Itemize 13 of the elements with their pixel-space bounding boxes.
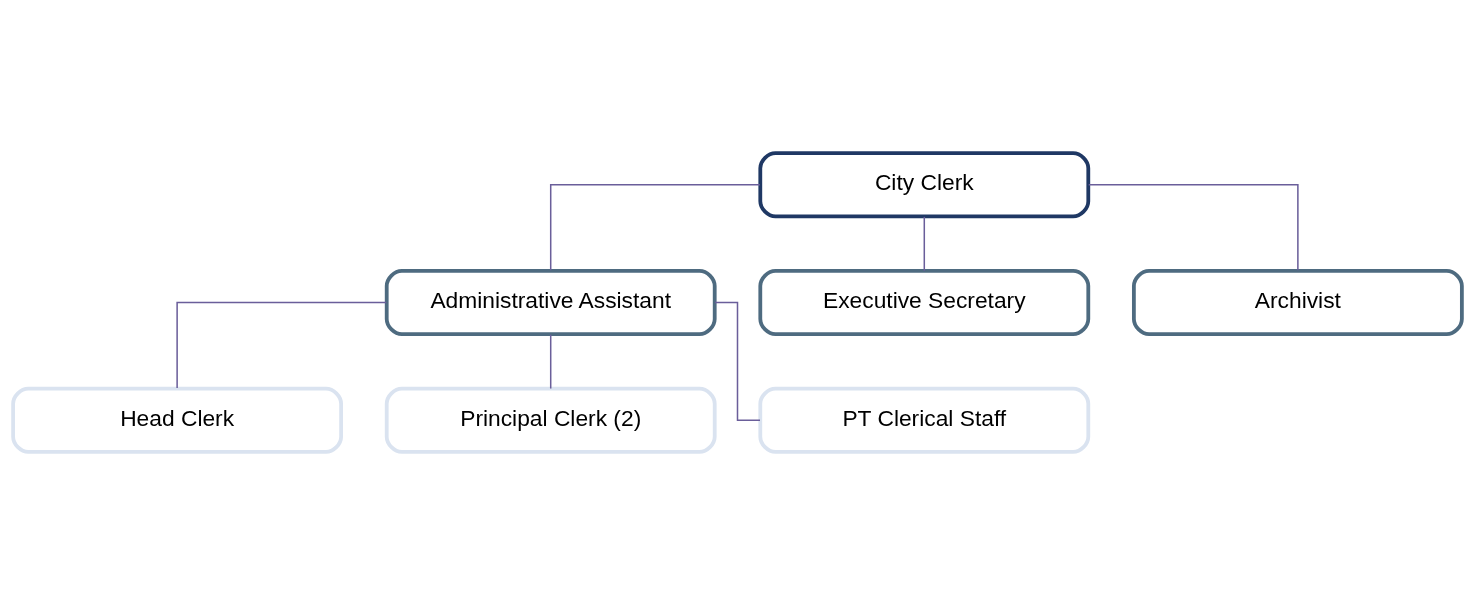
node-box: Administrative Assistant [384,268,717,336]
connector [923,215,926,271]
node-box: PT Clerical Staff [758,386,1091,454]
node-box: Executive Secretary [758,268,1091,336]
connector [714,301,761,421]
connector [549,183,761,271]
node-box: City Clerk [758,150,1091,218]
connector [1087,183,1299,271]
node-box: Principal Clerk (2) [384,386,717,454]
connector [549,333,552,389]
node-box: Archivist [1132,268,1464,336]
node-box: Head Clerk [11,386,343,454]
connector [176,301,388,389]
